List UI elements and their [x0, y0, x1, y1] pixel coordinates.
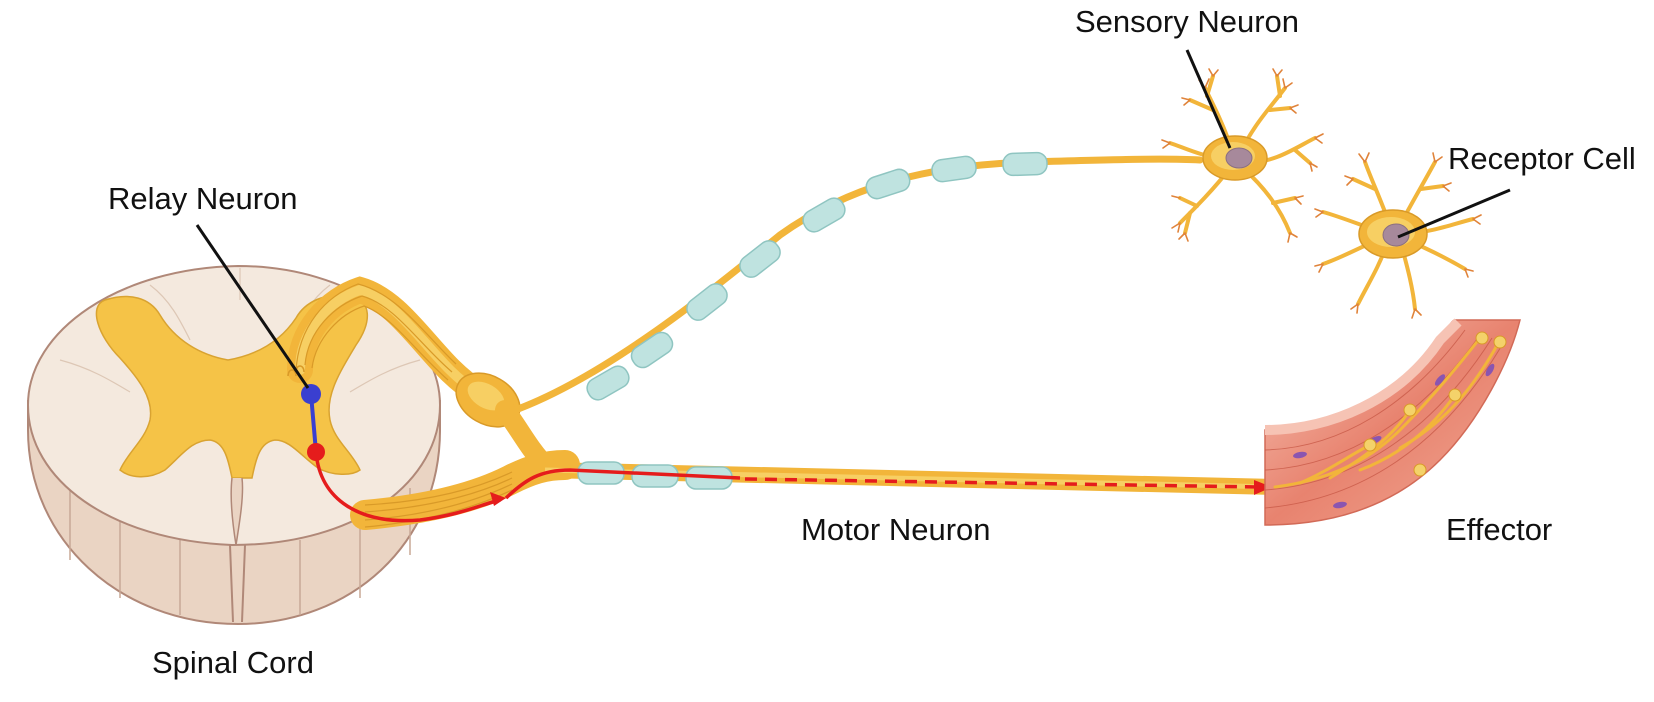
- receptor-cell-leader: [1397, 188, 1511, 239]
- leader-lines: [195, 49, 1511, 389]
- relay-neuron-label: Relay Neuron: [108, 181, 298, 216]
- motor-neuron-label: Motor Neuron: [801, 512, 991, 547]
- effector-muscle-icon: [1264, 318, 1521, 526]
- sensory-neuron-nucleus: [1225, 147, 1253, 169]
- signal-arrowhead-1: [490, 492, 506, 506]
- sensory-neuron-leader: [1185, 49, 1232, 149]
- sensory-neuron-label: Sensory Neuron: [1075, 4, 1300, 39]
- receptor-cell-icon: [1314, 152, 1482, 319]
- signal-arrowhead-2: [1254, 480, 1272, 495]
- receptor-cell-nucleus: [1382, 223, 1410, 247]
- spinal-cord-icon: [26, 264, 442, 626]
- effector-label: Effector: [1446, 512, 1553, 547]
- sensory-neuron-icon: [1161, 68, 1324, 243]
- motor-signal-path: [307, 443, 1272, 523]
- relay-neuron-dot: [301, 384, 321, 404]
- dorsal-root: [287, 276, 521, 428]
- receptor-cell-label: Receptor Cell: [1448, 141, 1636, 176]
- spinal-cord-label: Spinal Cord: [152, 645, 314, 680]
- myelin-sheath-sensory: [586, 151, 1048, 401]
- relay-neuron-leader: [195, 224, 310, 389]
- sensory-axon: [506, 151, 1204, 416]
- ventral-root: [350, 400, 580, 530]
